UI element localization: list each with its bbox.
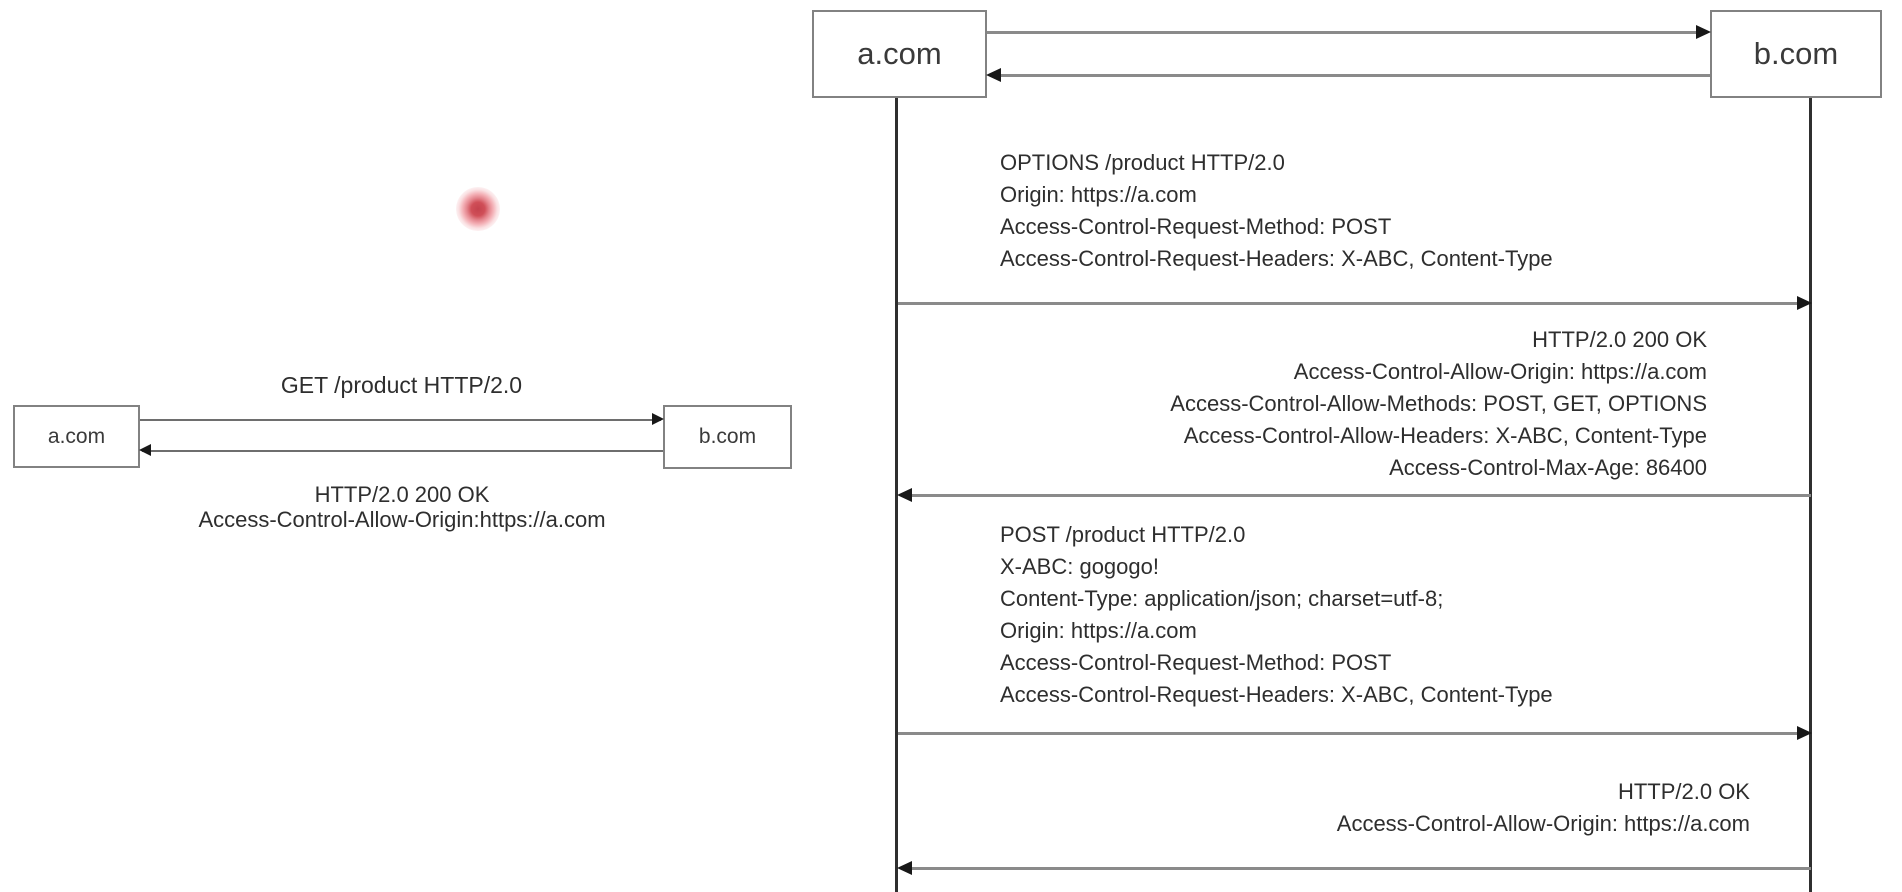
arrowhead-right-icon (1696, 25, 1711, 39)
simple-actor-box-b: b.com (663, 405, 792, 469)
arrowhead-right-icon (652, 413, 664, 425)
cors-actor-box-a: a.com (812, 10, 987, 98)
message-line: Access-Control-Allow-Origin: https://a.c… (1336, 811, 1750, 836)
message-line: Access-Control-Max-Age: 86400 (1389, 455, 1707, 480)
message-line: Origin: https://a.com (1000, 182, 1197, 207)
message-line: Access-Control-Request-Method: POST (1000, 650, 1392, 675)
preflight-request-text: OPTIONS /product HTTP/2.0 Origin: https:… (1000, 147, 1553, 275)
simple-request-arrow (140, 413, 664, 427)
arrowhead-right-icon (1797, 296, 1812, 310)
main-request-text: POST /product HTTP/2.0 X-ABC: gogogo! Co… (1000, 519, 1553, 711)
preflight-request-arrow (898, 296, 1812, 310)
preflight-response-text: HTTP/2.0 200 OK Access-Control-Allow-Ori… (1170, 324, 1707, 484)
message-line: Access-Control-Request-Headers: X-ABC, C… (1000, 682, 1553, 707)
cors-actor-a-label: a.com (857, 36, 942, 71)
message-line: Access-Control-Request-Method: POST (1000, 214, 1392, 239)
message-line: Access-Control-Allow-Headers: X-ABC, Con… (1183, 423, 1707, 448)
message-line: HTTP/2.0 OK (1617, 779, 1750, 804)
message-line: OPTIONS /product HTTP/2.0 (1000, 150, 1285, 175)
arrowhead-left-icon (897, 488, 912, 502)
simple-response-arrow (139, 444, 663, 458)
simple-actor-b-label: b.com (698, 425, 757, 448)
response-line: Access-Control-Allow-Origin:https://a.co… (198, 507, 606, 532)
message-line: Access-Control-Allow-Origin: https://a.c… (1293, 359, 1707, 384)
message-line: Access-Control-Request-Headers: X-ABC, C… (1000, 246, 1553, 271)
message-line: Origin: https://a.com (1000, 618, 1197, 643)
arrow-shaft (140, 419, 661, 421)
simple-request-label: GET /product HTTP/2.0 (280, 372, 523, 398)
message-line: POST /product HTTP/2.0 (1000, 522, 1246, 547)
arrow-shaft (987, 30, 1707, 34)
arrowhead-left-icon (897, 861, 912, 875)
message-line: Access-Control-Allow-Methods: POST, GET,… (1170, 391, 1707, 416)
arrowhead-right-icon (1797, 726, 1812, 740)
laser-pointer-dot (456, 187, 500, 231)
arrow-shaft (901, 866, 1811, 870)
main-response-text: HTTP/2.0 OK Access-Control-Allow-Origin:… (1337, 776, 1750, 840)
arrow-shaft (898, 301, 1808, 305)
message-line: Content-Type: application/json; charset=… (1000, 586, 1444, 611)
message-line: HTTP/2.0 200 OK (1532, 327, 1707, 352)
arrowhead-left-icon (139, 444, 151, 456)
lifeline-a (895, 98, 898, 892)
simple-actor-box-a: a.com (13, 405, 140, 468)
response-line: HTTP/2.0 200 OK (314, 482, 490, 507)
arrow-shaft (901, 493, 1811, 497)
arrow-shaft (990, 73, 1710, 77)
main-request-arrow (898, 726, 1812, 740)
arrowhead-left-icon (986, 68, 1001, 82)
top-arrow-a-to-b (987, 25, 1711, 39)
cors-actor-b-label: b.com (1753, 36, 1839, 71)
message-line: X-ABC: gogogo! (1000, 554, 1159, 579)
preflight-response-arrow (897, 488, 1811, 502)
simple-response-text: HTTP/2.0 200 OK Access-Control-Allow-Ori… (112, 482, 692, 532)
simple-actor-a-label: a.com (47, 424, 106, 448)
top-arrow-b-to-a (986, 68, 1710, 82)
arrow-shaft (142, 450, 663, 452)
arrow-shaft (898, 731, 1808, 735)
main-response-arrow (897, 861, 1811, 875)
cors-actor-box-b: b.com (1710, 10, 1882, 98)
